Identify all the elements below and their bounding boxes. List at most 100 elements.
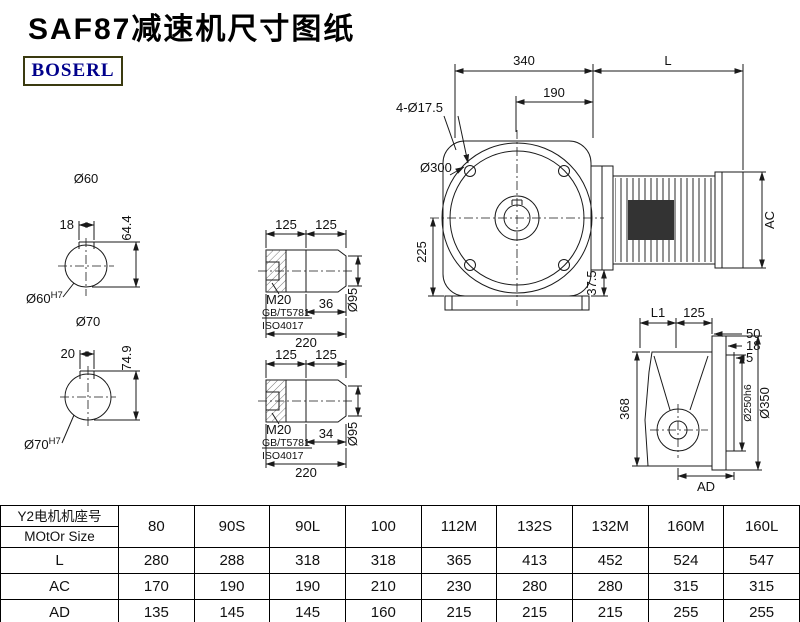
size-col-header: 132M [571, 505, 649, 548]
keyway-width-60: 18 [60, 217, 74, 232]
foot-height-dim: 37.5 [584, 270, 599, 295]
table-cell: 413 [496, 547, 573, 574]
bolt-hole [464, 259, 476, 271]
row-label: AC [0, 573, 119, 600]
motor-size-header: Y2电机机座号 MOtOr Size [0, 505, 119, 548]
table-cell: 215 [496, 599, 573, 622]
table-cell: 230 [420, 573, 498, 600]
table-cell: 524 [647, 547, 725, 574]
table-cell: 280 [118, 547, 195, 574]
motor-length-dim: L [664, 53, 671, 68]
thread-label: M20 [266, 422, 291, 437]
table-cell: 190 [193, 573, 271, 600]
page-title: SAF87减速机尺寸图纸 [28, 13, 356, 46]
row-label: L [0, 547, 119, 574]
size-col-header: 160M [647, 505, 725, 548]
keyway-height-70: 74.9 [119, 345, 134, 370]
keyway-height-60: 64.4 [119, 215, 134, 240]
height-dim: 368 [617, 398, 632, 420]
table-cell: 280 [496, 573, 573, 600]
keyway-width-dim: 20 [61, 346, 95, 369]
table-cell: 288 [193, 547, 271, 574]
shaft-dia-dim: Ø95 [345, 288, 360, 313]
bore-60-label: Ø60 [74, 171, 99, 186]
key-length-dim: 34 [319, 426, 333, 441]
view-side: L1 125 50 18 5 368 Ø [617, 305, 772, 494]
bore-60-tolerance-label: Ø60H7 [26, 290, 63, 306]
table-cell: 318 [344, 547, 422, 574]
table-row-AC: AC 170 190 190 210 230 280 280 315 315 [0, 573, 800, 600]
bore-70-tol: H7 [49, 436, 61, 447]
table-cell: 255 [647, 599, 725, 622]
brand-logo: BOSERL [23, 56, 123, 86]
table-cell: 215 [571, 599, 649, 622]
thread-label: M20 [266, 292, 291, 307]
standard-iso: ISO4017 [262, 320, 304, 332]
total-length-dim: 220 [295, 335, 317, 350]
bore-70-tolerance-label: Ø70H7 [24, 436, 61, 452]
standard-gb: GB/T5781 [262, 307, 310, 319]
table-cell: 145 [193, 599, 271, 622]
bolt-hole [558, 259, 570, 271]
table-cell: 210 [344, 573, 422, 600]
table-row-AD: AD 135 145 145 160 215 215 215 255 255 [0, 599, 800, 622]
brand-logo-text: BOSERL [31, 60, 115, 81]
bolt-hole [558, 165, 570, 177]
bore-70-value: Ø70 [24, 437, 49, 452]
view-front: 340 L 190 4-Ø17.5 Ø300 [396, 53, 777, 311]
table-cell: 190 [269, 573, 346, 600]
l1-dim: L1 [651, 305, 665, 320]
table-cell: 215 [420, 599, 498, 622]
table-cell: 135 [118, 599, 195, 622]
fan-cover [714, 171, 744, 269]
size-col-header: 112M [420, 505, 498, 548]
view-shaft-detail-bottom: 125 125 M20 GB/T5781 ISO4017 34 220 Ø95 [258, 347, 362, 480]
seg1-dim: 125 [275, 217, 297, 232]
size-col-header: 80 [118, 505, 195, 548]
key-length-dim: 36 [319, 296, 333, 311]
depth-dim: AD [697, 479, 715, 494]
keyway-height-dim: 64.4 [92, 215, 140, 288]
size-col-header: 100 [344, 505, 422, 548]
spigot-dia-dim: Ø250h6 [742, 384, 754, 422]
seg2-dim: 125 [315, 347, 337, 362]
size-col-header: 90S [193, 505, 271, 548]
keyway-height-dim: 74.9 [94, 345, 140, 421]
bolt-hole [464, 165, 476, 177]
shaft-dia-dim: Ø95 [345, 422, 360, 447]
table-cell: 145 [269, 599, 346, 622]
bore-70-label: Ø70 [76, 314, 101, 329]
size-col-header: 132S [496, 505, 573, 548]
dim-5: 5 [746, 350, 753, 365]
bore-60-value: Ø60 [26, 291, 51, 306]
width-125-dim: 125 [683, 305, 705, 320]
table-cell: 280 [571, 573, 649, 600]
motor-stator-block [628, 200, 674, 240]
dimension-table: Y2电机机座号 MOtOr Size 80 90S 90L 100 112M 1… [0, 505, 800, 622]
table-row-L: L 280 288 318 318 365 413 452 524 547 [0, 547, 800, 574]
bore-60-tol: H7 [51, 290, 63, 301]
table-cell: 452 [571, 547, 649, 574]
table-cell: 315 [723, 573, 800, 600]
motor-size-header-cn: Y2电机机座号 [1, 507, 118, 527]
size-col-header: 90L [269, 505, 346, 548]
body-width-dim: 340 [513, 53, 535, 68]
standard-gb: GB/T5781 [262, 437, 310, 449]
keyway-width-70: 20 [61, 346, 75, 361]
motor-height-dim: AC [762, 211, 777, 229]
hole-span-dim: 190 [543, 85, 565, 100]
size-col-header: 160L [723, 505, 800, 548]
flange-spigot [725, 354, 735, 452]
table-cell: 160 [344, 599, 422, 622]
table-cell: 255 [723, 599, 800, 622]
motor-size-header-en: MOtOr Size [24, 529, 95, 544]
table-cell: 547 [723, 547, 800, 574]
total-length-dim: 220 [295, 465, 317, 480]
view-shaft-bore-60: Ø60 18 64.4 Ø60H7 [26, 171, 140, 306]
row-label: AD [0, 599, 119, 622]
engineering-drawing: Ø60 18 64.4 Ø60H7 Ø70 [24, 53, 777, 494]
flange-dia-dim: Ø350 [757, 387, 772, 419]
table-cell: 315 [647, 573, 725, 600]
keyway-width-dim: 18 [60, 217, 95, 240]
